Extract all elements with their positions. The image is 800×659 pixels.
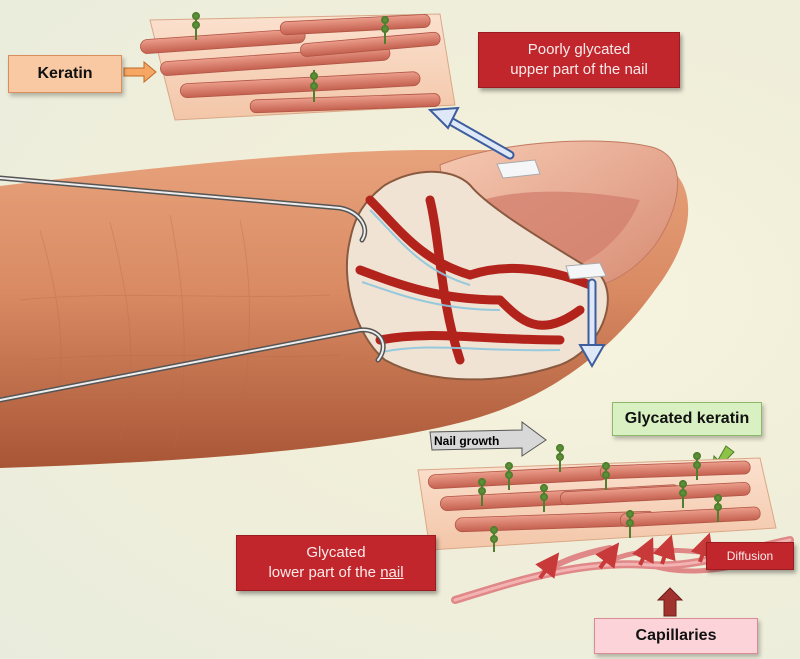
diffusion-text: Diffusion xyxy=(726,549,774,563)
cutaway-capillary-window xyxy=(346,170,609,381)
keratin-label: Keratin xyxy=(8,55,122,93)
nail-growth-text: Nail growth xyxy=(434,434,500,448)
poorly-glycated-line2: upper part of the nail xyxy=(510,61,648,78)
diffusion-label: Diffusion xyxy=(706,542,794,570)
keratin-arrow xyxy=(123,60,157,84)
arrow-to-lower-sample xyxy=(578,278,606,369)
glycated-lower-line2: lower part of the nail xyxy=(268,563,403,583)
nail-growth-arrow xyxy=(429,421,547,457)
glycated-lower-line2-prefix: lower part of the xyxy=(268,564,381,581)
lower-sample-chip xyxy=(565,262,607,280)
keratin-label-text: Keratin xyxy=(37,65,93,82)
diffusion-arrows xyxy=(535,532,714,580)
finger-skin-texture xyxy=(19,214,341,446)
poorly-glycated-label: Poorly glycated upper part of the nail xyxy=(478,32,680,88)
upper-sample-chip xyxy=(496,159,541,179)
arrow-to-upper-sample xyxy=(427,106,515,160)
lower-keratin-slab xyxy=(417,444,777,552)
glycated-lower-line1: Glycated xyxy=(306,544,366,561)
nail-growth-label: Nail growth xyxy=(434,432,522,450)
holding-forceps xyxy=(0,175,386,403)
upper-keratin-slab xyxy=(140,12,456,121)
capillaries-arrow xyxy=(656,587,684,617)
glycated-keratin-label: Glycated keratin xyxy=(612,402,762,436)
glycated-lower-line2-underlined: nail xyxy=(380,564,404,581)
capillaries-text: Capillaries xyxy=(635,627,717,644)
capillaries-label: Capillaries xyxy=(594,618,758,654)
glycated-lower-label: Glycated lower part of the nail xyxy=(236,535,436,591)
poorly-glycated-line1: Poorly glycated xyxy=(527,41,631,58)
glycated-keratin-text: Glycated keratin xyxy=(624,410,750,427)
